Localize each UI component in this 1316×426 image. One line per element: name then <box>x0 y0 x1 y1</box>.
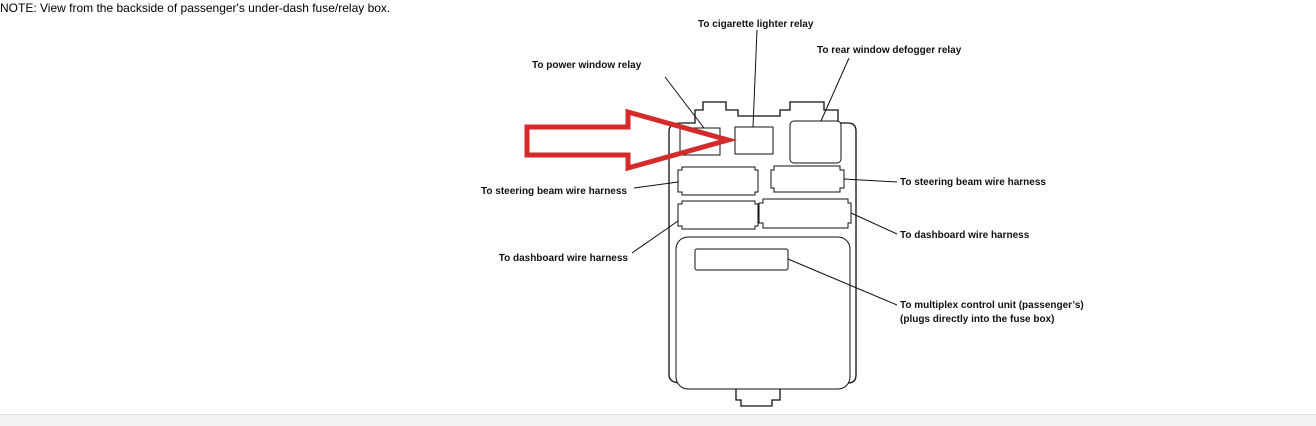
leader-power-window <box>664 76 705 129</box>
label-rear-window-defogger-relay: To rear window defogger relay <box>817 45 962 56</box>
leader-dashboard-right <box>850 212 898 235</box>
leader-steering-right <box>843 178 898 183</box>
cigarette-lighter-relay-socket <box>734 126 774 155</box>
label-steering-beam-right: To steering beam wire harness <box>900 177 1046 188</box>
note-text: NOTE: View from the backside of passenge… <box>0 1 391 15</box>
label-multiplex-line1: To multiplex control unit (passenger’s) <box>900 300 1084 311</box>
bottom-scroll-area <box>0 414 1316 426</box>
lower-compartment <box>675 236 851 390</box>
dashboard-connector-left <box>677 200 759 230</box>
label-dashboard-left: To dashboard wire harness <box>499 253 629 264</box>
red-arrow-icon <box>524 108 738 172</box>
label-multiplex-line2: (plugs directly into the fuse box) <box>900 314 1054 325</box>
fuse-box-diagram: To cigarette lighter relay To rear windo… <box>481 19 1084 407</box>
label-dashboard-right: To dashboard wire harness <box>900 230 1030 241</box>
leader-steering-left <box>633 181 679 189</box>
steering-beam-connector-right <box>770 165 845 193</box>
leader-rear-defogger <box>820 57 850 122</box>
leader-dashboard-left <box>631 220 679 254</box>
leader-multiplex <box>787 258 898 306</box>
rear-window-defogger-relay-socket <box>789 120 842 164</box>
dashboard-connector-right <box>758 198 852 229</box>
multiplex-control-unit-slot <box>694 248 789 271</box>
steering-beam-connector-left <box>677 166 759 196</box>
label-power-window-relay: To power window relay <box>532 60 642 71</box>
leader-cigarette-lighter <box>752 29 758 128</box>
label-steering-beam-left: To steering beam wire harness <box>481 186 627 197</box>
label-cigarette-lighter-relay: To cigarette lighter relay <box>698 19 814 30</box>
